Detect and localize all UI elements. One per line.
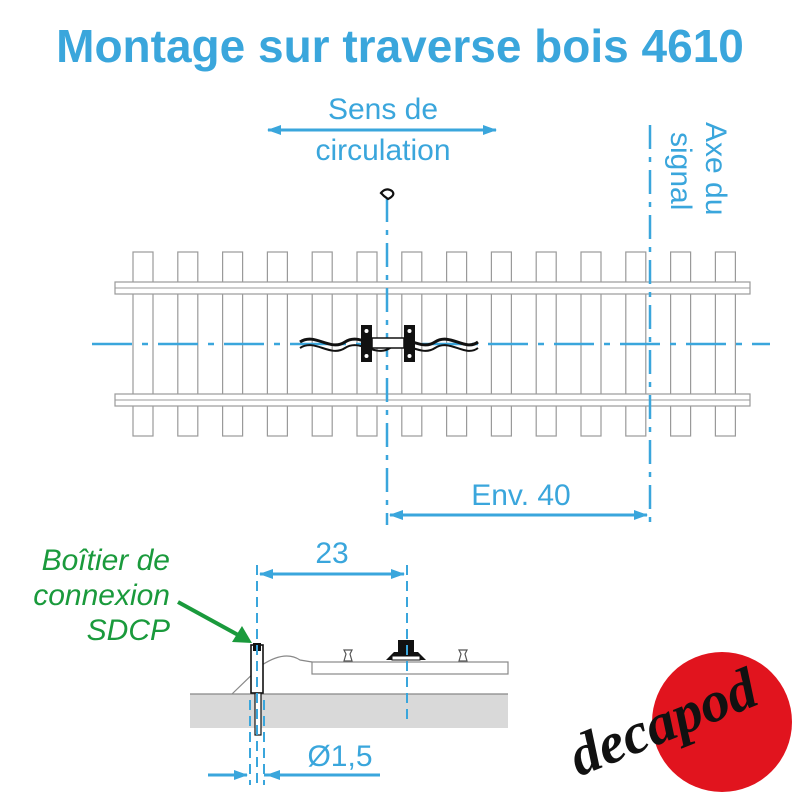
connector-callout: Boîtier de connexion SDCP xyxy=(33,544,252,647)
signal-axis-label-line1: Axe du xyxy=(699,122,732,215)
ballast-slope xyxy=(231,655,313,695)
page-title: Montage sur traverse bois 4610 xyxy=(56,20,744,72)
hook-marker xyxy=(379,188,395,201)
ground xyxy=(190,694,508,728)
direction-indicator: Sens de circulation xyxy=(267,93,497,167)
connector-label-line3: SDCP xyxy=(87,614,170,647)
signal-axis-label-line2: signal xyxy=(664,132,697,210)
side-view xyxy=(190,565,509,785)
dimension-distance-label: Env. 40 xyxy=(471,479,571,512)
dimension-diameter-label: Ø1,5 xyxy=(307,740,372,773)
detector-device xyxy=(299,325,479,362)
dimension-offset-label: 23 xyxy=(315,537,348,570)
direction-label-line1: Sens de xyxy=(328,93,438,126)
side-sleeper xyxy=(311,661,509,675)
dimension-offset: 23 xyxy=(259,537,405,579)
upper-rail xyxy=(114,281,751,295)
rail-profile-right xyxy=(458,649,468,662)
sleepers-group xyxy=(132,251,737,437)
dimension-distance: Env. 40 xyxy=(389,479,648,520)
connector-label-line1: Boîtier de xyxy=(42,544,170,577)
side-detector xyxy=(386,640,426,661)
rail-profile-left xyxy=(343,649,353,662)
lower-rail xyxy=(114,393,751,407)
callout-arrow-line xyxy=(177,600,241,638)
brand-logo: decapod xyxy=(559,652,792,792)
callout-arrow-head xyxy=(232,626,252,643)
dimension-diameter: Ø1,5 xyxy=(208,740,380,780)
signal-axis-label: Axe du signal xyxy=(664,122,732,215)
direction-label-line2: circulation xyxy=(315,134,450,167)
logo-red-disc xyxy=(652,652,792,792)
connector-label-line2: connexion xyxy=(33,579,170,612)
